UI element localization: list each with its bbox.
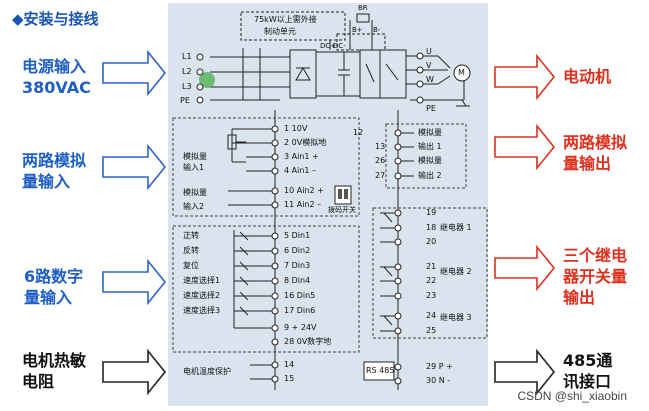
label-motor: 电动机 (563, 67, 612, 86)
arrow-rs485 (494, 348, 556, 396)
din-label-speed3: 速度选择3 (183, 306, 221, 315)
terminal-26: 26 (375, 156, 386, 165)
terminal-2-0v: 2 0V模拟地 (284, 138, 327, 147)
watermark: CSDN @shi_xiaobin (517, 389, 627, 403)
terminal-28-0v: 28 0V数字地 (284, 337, 332, 346)
terminal-30-n: 30 N - (426, 376, 451, 385)
terminal-12: 12 (353, 128, 364, 137)
terminal-16-din5: 16 Din5 (284, 291, 316, 300)
page-title: ◆安装与接线 (12, 10, 99, 28)
arrow-motor (494, 53, 556, 101)
label-rs485: 485通讯接口 (563, 351, 613, 391)
thermistor-label: 电机温度保护 (183, 367, 231, 376)
terminal-21: 21 (426, 262, 437, 271)
din-label-reverse: 反转 (183, 246, 199, 255)
terminal-15: 15 (284, 374, 295, 383)
terminal-25: 25 (426, 326, 437, 335)
terminal-17-din6: 17 Din6 (284, 306, 316, 315)
terminal-11-ain2m: 11 Ain2 – (284, 200, 322, 209)
analog-in-label-1b: 输入1 (183, 163, 205, 172)
terminal-27: 27 (375, 171, 386, 180)
terminal-18: 18 (426, 223, 437, 232)
terminal-23: 23 (426, 291, 437, 300)
label-thermistor: 电机热敏电阻 (22, 351, 87, 391)
bus-b-plus: B+ (352, 26, 363, 34)
relay-3-label: 继电器 3 (440, 313, 472, 322)
analog-out-label-1a: 模拟量 (418, 128, 442, 137)
label-analog-output: 两路模拟量输出 (563, 133, 628, 173)
arrow-thermistor (102, 348, 167, 396)
label-analog-input: 两路模拟量输入 (22, 151, 87, 191)
terminal-9-24v: 9 + 24V (284, 323, 317, 332)
terminal-29-p: 29 P + (426, 362, 453, 371)
brake-unit-note-line2: 制动单元 (264, 27, 296, 36)
din-label-speed1: 速度选择1 (183, 276, 221, 285)
analog-in-label-2a: 模拟量 (183, 188, 207, 197)
arrow-digital-input (102, 258, 167, 306)
bus-dc-minus: DC- (333, 42, 346, 50)
arrow-relay-output (494, 244, 556, 292)
label-relay-output: 三个继电器开关量输出 (563, 246, 628, 307)
bus-dc-plus: DC+ (320, 42, 337, 50)
terminal-19: 19 (426, 208, 437, 217)
arrow-analog-input (102, 143, 167, 191)
terminal-24: 24 (426, 311, 437, 320)
terminal-u: U (426, 47, 432, 56)
terminal-6-din2: 6 Din2 (284, 246, 311, 255)
terminal-l2: L2 (182, 67, 192, 76)
terminal-w: W (426, 75, 434, 84)
terminal-14: 14 (284, 360, 295, 369)
arrow-power-input (102, 49, 167, 97)
brake-unit-note-line1: 75kW以上需外接 (254, 15, 317, 24)
terminal-20: 20 (426, 237, 437, 246)
terminal-5-din1: 5 Din1 (284, 231, 311, 240)
terminal-22: 22 (426, 276, 437, 285)
relay-2-label: 继电器 2 (440, 267, 472, 276)
terminal-l3: L3 (182, 82, 192, 91)
terminal-1-10v: 1 10V (284, 124, 308, 133)
terminal-13: 13 (375, 142, 386, 151)
motor-symbol: M (458, 68, 465, 77)
terminal-pe-in: PE (180, 96, 190, 105)
din-label-reset: 复位 (183, 261, 199, 270)
terminal-10-ain2p: 10 Ain2 + (284, 186, 324, 195)
terminal-v: V (426, 61, 432, 70)
rs485-box-label: RS 485 (366, 366, 395, 375)
analog-in-label-2b: 输入2 (183, 202, 205, 211)
relay-1-label: 继电器 1 (440, 223, 472, 232)
terminal-pe-out: PE (426, 104, 436, 113)
terminal-8-din4: 8 Din4 (284, 276, 311, 285)
analog-out-label-1b: 输出 1 (418, 142, 442, 151)
din-label-forward: 正转 (183, 231, 199, 240)
bus-br: BR (358, 4, 368, 12)
analog-out-label-2a: 模拟量 (418, 156, 442, 165)
arrow-analog-output (494, 123, 556, 171)
terminal-l1: L1 (182, 52, 192, 61)
din-label-speed2: 速度选择2 (183, 291, 221, 300)
terminal-4-ain1m: 4 Ain1 – (284, 166, 317, 175)
terminal-7-din3: 7 Din3 (284, 261, 311, 270)
terminal-3-ain1p: 3 Ain1 + (284, 152, 319, 161)
analog-in-label-1a: 模拟量 (183, 152, 207, 161)
analog-out-label-2b: 输出 2 (418, 171, 442, 180)
bus-b-minus: B- (373, 26, 381, 34)
label-digital-input: 6路数字量输入 (24, 267, 84, 307)
dip-switch-label: 拨码开关 (328, 206, 356, 214)
